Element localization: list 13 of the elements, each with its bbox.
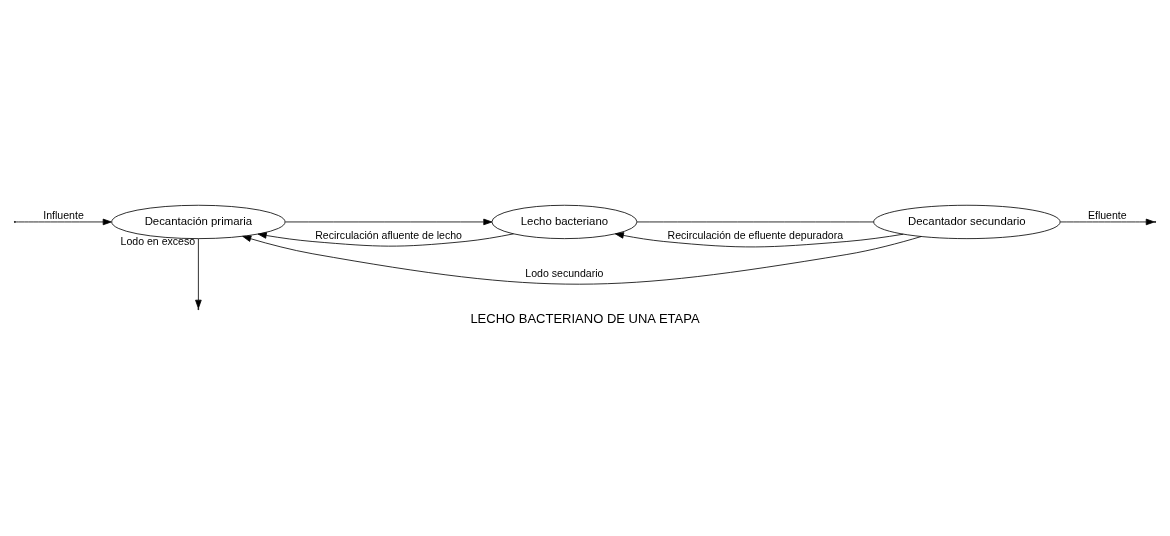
edge-label: Efluente [1087, 209, 1127, 222]
edge-label: Lodo secundario [525, 266, 604, 279]
arrow [257, 232, 514, 247]
arrow [284, 218, 493, 226]
arrow [242, 235, 922, 285]
arrow [15, 218, 112, 226]
edge-label: Recirculación afluente de lecho [315, 228, 463, 241]
connector [636, 221, 875, 223]
node-ellipse: Decantador secundario [873, 204, 1061, 240]
caption: LECHO BACTERIANO DE UNA ETAPA [470, 311, 700, 327]
edge-label: Recirculación de efluente depuradora [667, 228, 844, 241]
arrow [614, 232, 904, 248]
edge-label: Influente [43, 209, 84, 222]
